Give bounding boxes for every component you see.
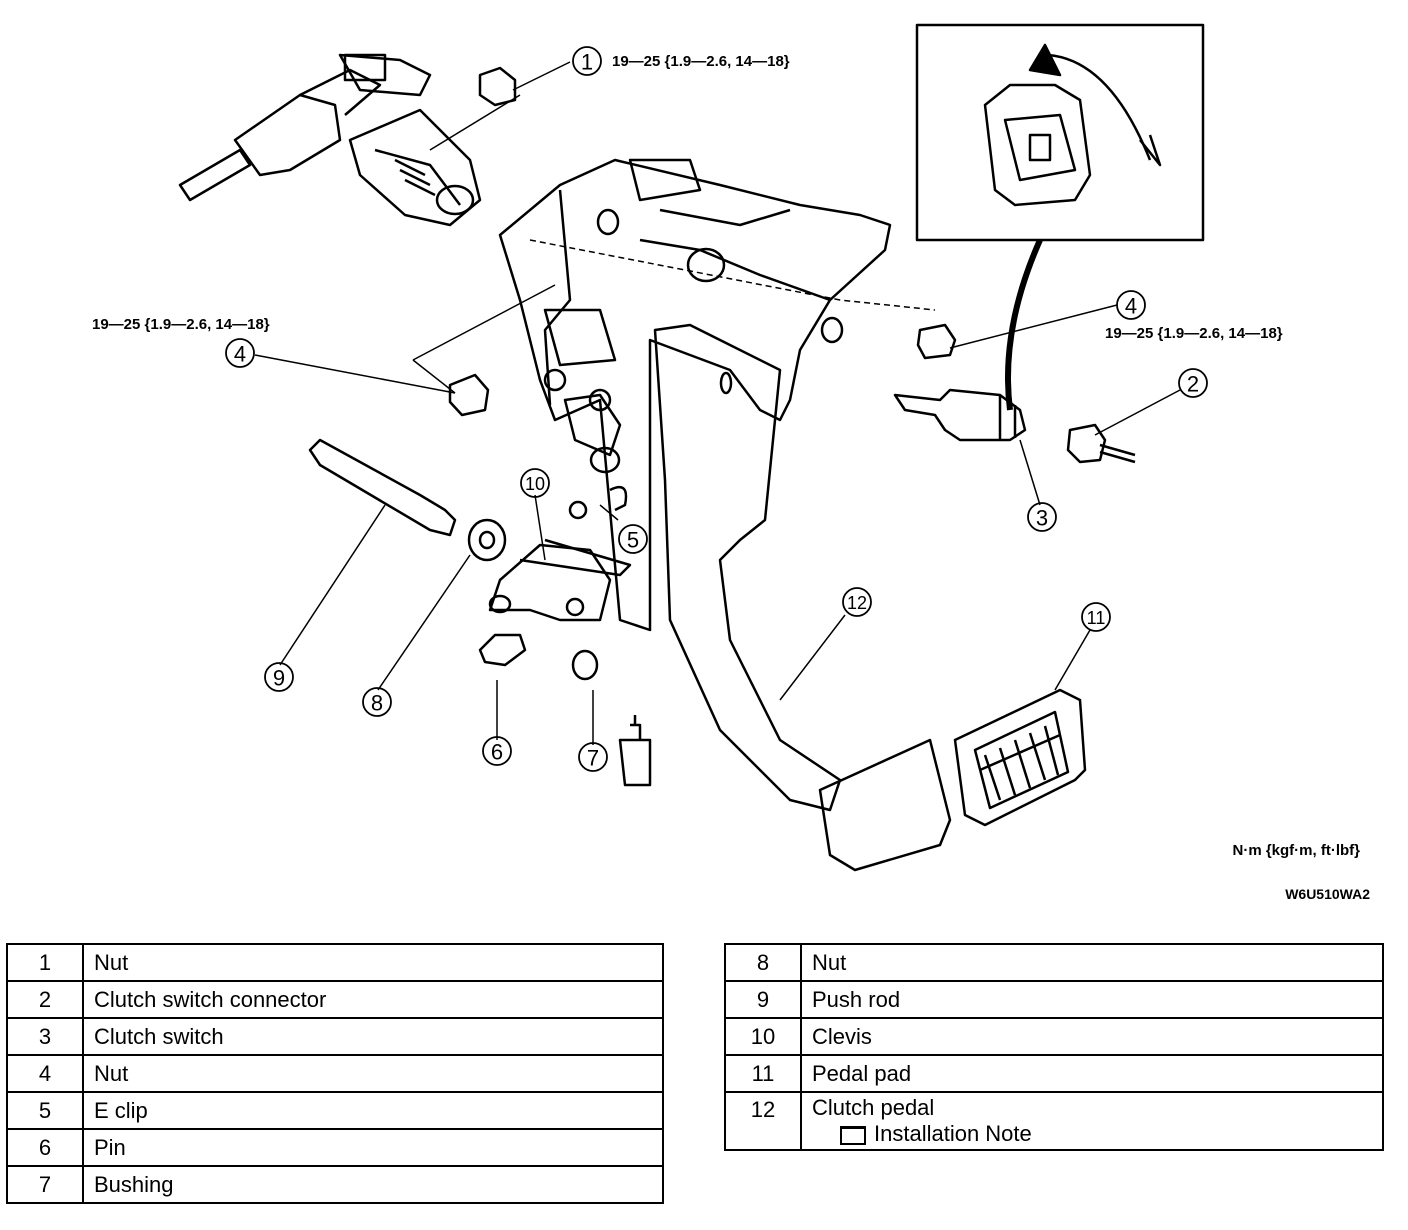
part-name: Bushing (82, 1165, 664, 1204)
callout-12: 12 (847, 593, 867, 613)
torque-label-top: 19—25 {1.9—2.6, 14—18} (612, 53, 790, 70)
part-number: 6 (6, 1128, 84, 1167)
part-name: Clevis (800, 1017, 1384, 1056)
leader-lines (254, 61, 1181, 745)
reference-icon (840, 1125, 866, 1145)
part-number: 5 (6, 1091, 84, 1130)
torque-label-left: 19—25 {1.9—2.6, 14—18} (92, 316, 270, 333)
pedal-pad (953, 688, 1087, 827)
part-name: Pedal pad (800, 1054, 1384, 1093)
clutch-pedal-exploded-diagram: 1 2 3 4 4 5 6 7 8 9 10 11 12 19—25 {1.9—… (92, 23, 1283, 872)
part-number: 12 (724, 1091, 802, 1151)
callout-8: 8 (371, 691, 383, 716)
callout-6: 6 (491, 740, 503, 765)
figure-code: W6U510WA2 (1285, 886, 1370, 902)
table-row: 12 Clutch pedal Installation Note (724, 1091, 1384, 1151)
part-number: 10 (724, 1017, 802, 1056)
callout-9: 9 (273, 666, 285, 691)
small-parts (308, 66, 957, 787)
callout-10: 10 (525, 474, 545, 494)
torque-label-right: 19—25 {1.9—2.6, 14—18} (1105, 325, 1283, 342)
part-number: 8 (724, 943, 802, 982)
part-number: 2 (6, 980, 84, 1019)
part-name: E clip (82, 1091, 664, 1130)
callout-3: 3 (1036, 506, 1048, 531)
part-name: Clutch pedal (812, 1095, 935, 1120)
part-name: Clutch switch (82, 1017, 664, 1056)
part-name: Nut (800, 943, 1384, 982)
part-name: Pin (82, 1128, 664, 1167)
clutch-pedal-arm (653, 323, 842, 812)
part-number: 11 (724, 1054, 802, 1093)
callout-2: 2 (1187, 372, 1199, 397)
part-number: 1 (6, 943, 84, 982)
part-number: 4 (6, 1054, 84, 1093)
installation-note-label: Installation Note (874, 1121, 1032, 1146)
callout-7: 7 (587, 746, 599, 771)
callout-5: 5 (627, 528, 639, 553)
installation-note-link[interactable]: Installation Note (812, 1121, 1372, 1147)
part-name: Clutch switch connector (82, 980, 664, 1019)
part-number: 3 (6, 1017, 84, 1056)
part-name: Nut (82, 1054, 664, 1093)
torque-units-label: N·m {kgf·m, ft·lbf} (1232, 842, 1361, 859)
callout-1: 1 (581, 50, 593, 75)
part-name: Nut (82, 943, 664, 982)
part-number: 7 (6, 1165, 84, 1204)
callout-circles (225, 46, 1208, 772)
callout-4-left: 4 (234, 342, 246, 367)
part-name: Push rod (800, 980, 1384, 1019)
callout-11: 11 (1087, 608, 1106, 628)
clutch-switch-connector (1066, 423, 1136, 464)
inset-detail (915, 23, 1205, 242)
part-name-cell: Clutch pedal Installation Note (800, 1091, 1384, 1151)
clutch-switch (893, 388, 1027, 442)
part-number: 9 (724, 980, 802, 1019)
master-cylinder (178, 53, 482, 227)
callout-4-right: 4 (1125, 294, 1137, 319)
pedal-plate (818, 738, 952, 872)
pedal-bracket (498, 158, 892, 632)
